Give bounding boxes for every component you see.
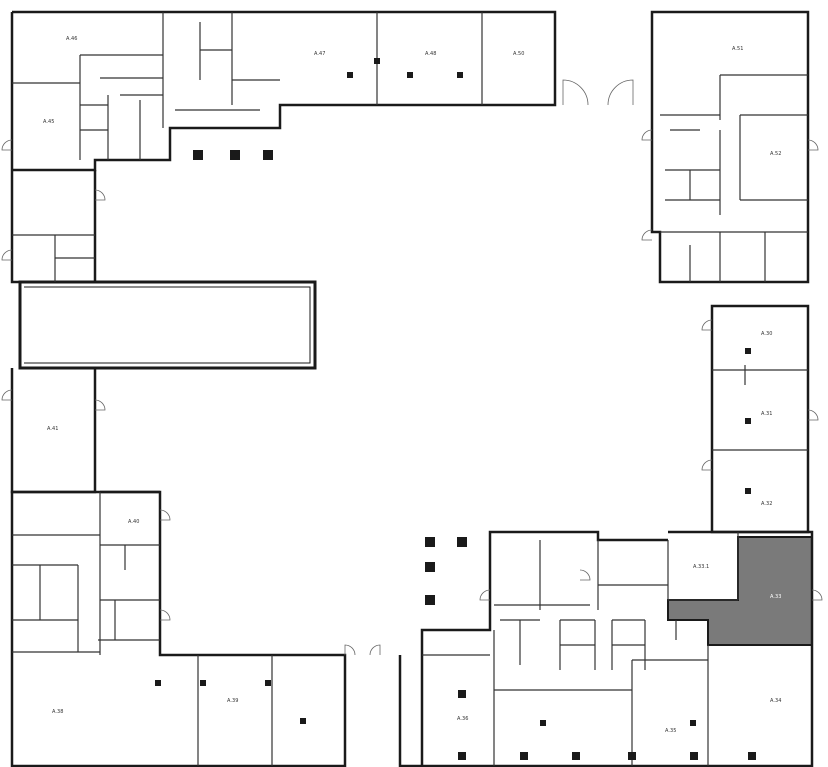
unit-label-highlighted: А.33 bbox=[770, 594, 781, 600]
unit-label: А.30 bbox=[761, 331, 772, 337]
unit-label: А.46 bbox=[66, 36, 77, 42]
unit-label: А.35 bbox=[665, 728, 676, 734]
unit-a33-highlight[interactable] bbox=[667, 536, 813, 646]
unit-label: А.50 bbox=[513, 51, 524, 57]
unit-label: А.48 bbox=[425, 51, 436, 57]
unit-labels: А.46 А.47 А.48 А.50 А.51 А.45 А.52 А.30 … bbox=[43, 36, 781, 734]
unit-label: А.40 bbox=[128, 519, 139, 525]
structural-columns bbox=[155, 58, 756, 760]
unit-label: А.34 bbox=[770, 698, 781, 704]
unit-label: А.33.1 bbox=[693, 564, 709, 570]
unit-label: А.36 bbox=[457, 716, 468, 722]
unit-label: А.47 bbox=[314, 51, 325, 57]
outer-walls bbox=[10, 10, 814, 767]
unit-label: А.52 bbox=[770, 151, 781, 157]
unit-label: А.32 bbox=[761, 501, 772, 507]
unit-label: А.38 bbox=[52, 709, 63, 715]
unit-label: А.39 bbox=[227, 698, 238, 704]
unit-label: А.45 bbox=[43, 119, 54, 125]
unit-label: А.31 bbox=[761, 411, 772, 417]
unit-label: А.41 bbox=[47, 426, 58, 432]
unit-label: А.51 bbox=[732, 46, 743, 52]
door-swings bbox=[1, 79, 823, 656]
interior-walls bbox=[12, 12, 808, 766]
